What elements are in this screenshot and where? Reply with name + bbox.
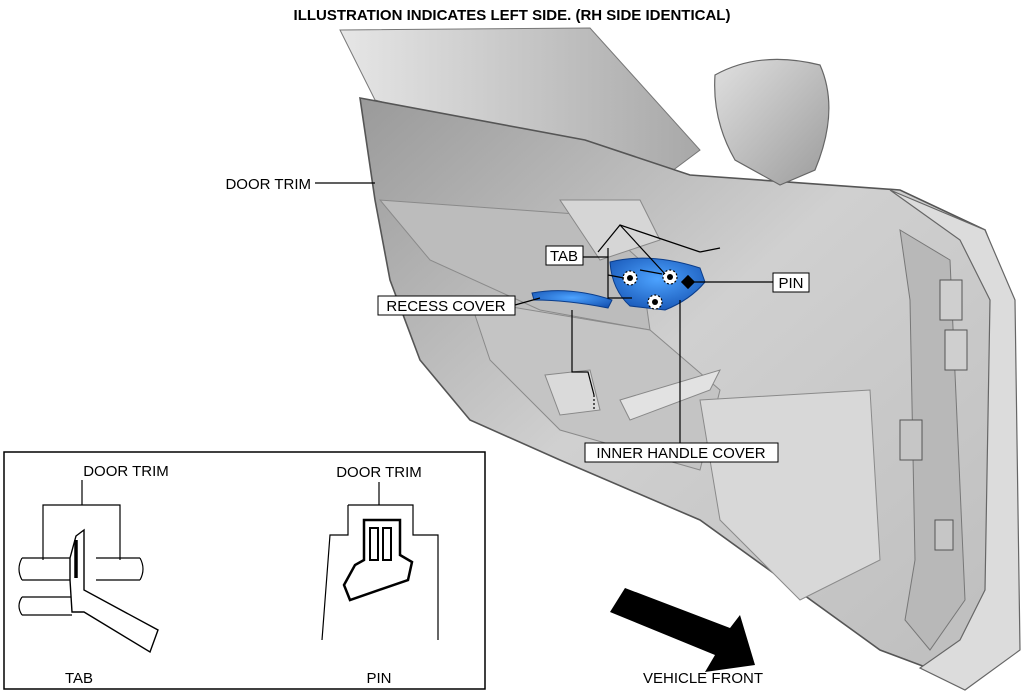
callout-door-trim: DOOR TRIM (225, 176, 311, 193)
vehicle-front-arrow (610, 588, 755, 672)
tab-marker (662, 269, 678, 285)
tab-marker (622, 270, 638, 286)
pin-detail-door-trim-label: DOOR TRIM (336, 464, 422, 481)
side-mirror (714, 58, 830, 186)
pin-detail-caption: PIN (366, 670, 391, 687)
callout-pin: PIN (778, 275, 803, 292)
pin-marker (680, 274, 696, 290)
door-illustration (339, 27, 1021, 691)
door-hinge-lower (944, 329, 968, 371)
tab-detail-door-trim-label: DOOR TRIM (83, 463, 169, 480)
pin-detail-view: DOOR TRIM PIN (321, 464, 439, 687)
tab-detail-view: DOOR TRIM TAB (18, 463, 169, 687)
detail-inset: DOOR TRIM TAB DOOR TRIM (3, 451, 486, 690)
tab-detail-caption: TAB (65, 670, 93, 687)
door-hinge-upper (939, 279, 963, 321)
callout-tab: TAB (550, 248, 578, 265)
header-note: ILLUSTRATION INDICATES LEFT SIDE. (RH SI… (294, 7, 731, 24)
tab-marker (647, 294, 663, 310)
door-shell (889, 189, 1021, 691)
vehicle-front-label: VEHICLE FRONT (643, 670, 763, 687)
inner-handle-cover-part (609, 257, 706, 311)
callout-leaders (315, 182, 773, 445)
door-window-frame (339, 27, 701, 181)
callout-inner-handle-cover: INNER HANDLE COVER (596, 445, 765, 462)
recess-cover-part (531, 290, 613, 309)
callout-recess-cover: RECESS COVER (386, 298, 505, 315)
